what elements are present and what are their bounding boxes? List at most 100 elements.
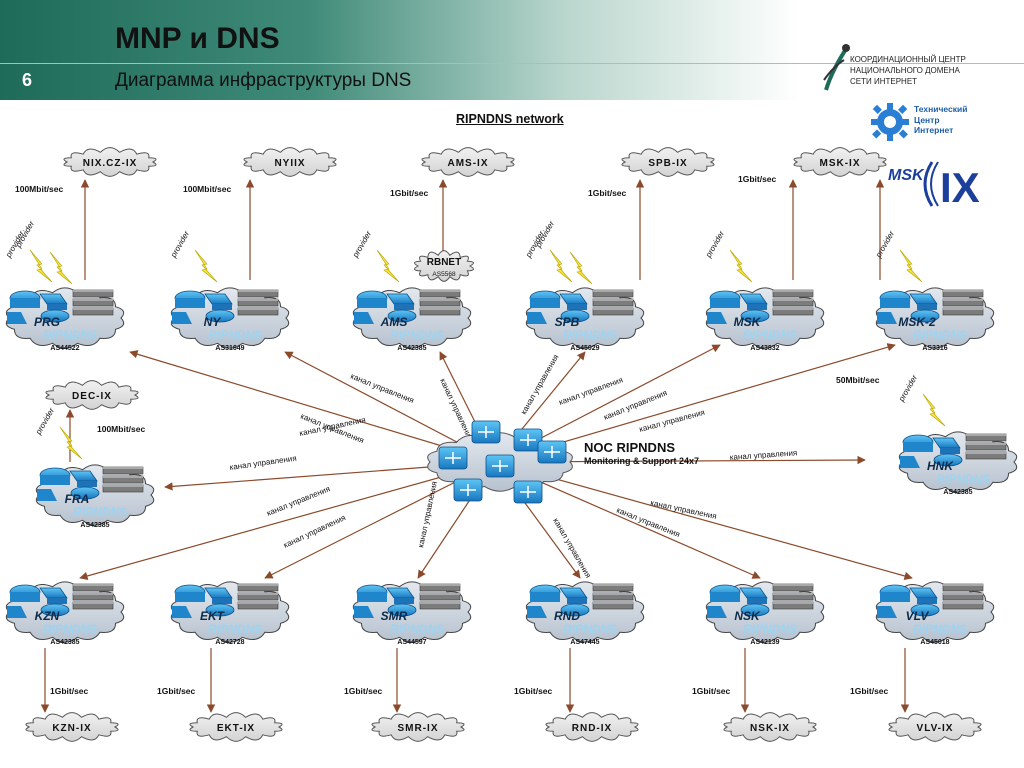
control-link-label: канал управления — [602, 388, 668, 422]
msk-logo-text: MSK — [888, 167, 925, 184]
ix-cloud-smrix: SMR-IX — [371, 712, 465, 742]
node-as: AS31649 — [215, 345, 244, 352]
ix-name: DEC-IX — [72, 391, 112, 402]
ix-cloud-spbix: SPB-IX — [621, 147, 715, 177]
slide-title: MNP и DNS — [115, 22, 280, 55]
msk-logo-ix: IX — [940, 164, 980, 210]
provider-label: provider — [896, 373, 919, 404]
node-as: AS45029 — [570, 345, 599, 352]
slide-header — [0, 0, 1024, 100]
node-name: RND — [554, 609, 580, 623]
node-net: RIPNDNS — [390, 328, 444, 342]
ix-name: MSK-IX — [820, 158, 861, 169]
ix-speed-label: 100Mbit/sec — [183, 184, 231, 194]
ix-cloud-vlvix: VLV-IX — [888, 712, 982, 742]
network-devices-icon — [172, 289, 279, 324]
rbnet-as: AS5568 — [432, 271, 456, 278]
ix-name: RND-IX — [572, 723, 612, 734]
logo1-line3: СЕТИ ИНТЕРНЕТ — [850, 77, 918, 86]
control-link-label: канал управления — [416, 481, 439, 549]
ix-speed-label: 1Gbit/sec — [344, 686, 383, 696]
ix-speed-label: 1Gbit/sec — [850, 686, 889, 696]
control-link-label: канал управления — [349, 372, 415, 406]
node-name: MSK-2 — [898, 315, 936, 329]
network-devices-icon — [354, 289, 461, 324]
node-as: AS42385 — [50, 639, 79, 646]
node-name: NY — [204, 315, 222, 329]
ix-cloud-rndix: RND-IX — [545, 712, 639, 742]
node-net: RIPNDNS — [913, 622, 967, 636]
tci-logo: Технический Центр Интернет — [870, 102, 1020, 144]
node-as: AS45018 — [920, 639, 949, 646]
ix-cloud-nyiix: NYIIX — [243, 147, 337, 177]
provider-label: provider — [703, 229, 726, 260]
ix-name: EKT-IX — [217, 723, 255, 734]
ix-cloud-ektix: EKT-IX — [189, 712, 283, 742]
ix-cloud-kznix: KZN-IX — [25, 712, 119, 742]
node-net: RIPNDNS — [563, 328, 617, 342]
ix-cloud-mskix: MSK-IX — [793, 147, 887, 177]
node-as: AS42385 — [397, 345, 426, 352]
ix-name: SPB-IX — [648, 158, 687, 169]
node-name: MSK — [734, 315, 762, 329]
node-as: AS42139 — [750, 639, 779, 646]
network-devices-icon — [877, 289, 984, 324]
provider-label: provider — [33, 406, 56, 437]
control-link-kzn — [79, 461, 496, 581]
network-devices-icon — [877, 583, 984, 618]
node-name: FRA — [65, 492, 90, 506]
node-net: RIPNDNS — [913, 328, 967, 342]
ix-name: KZN-IX — [52, 723, 91, 734]
control-link-label: канал управления — [229, 454, 297, 472]
ix-name: NSK-IX — [750, 723, 790, 734]
noc-title: NOC RIPNDNS — [584, 440, 675, 455]
node-as: AS43832 — [750, 345, 779, 352]
lightning-icon — [549, 249, 573, 283]
network-title: RIPNDNS network — [456, 112, 564, 126]
control-link-prg — [129, 350, 496, 463]
lightning-icon — [59, 426, 83, 460]
provider-label: provider — [350, 229, 373, 260]
network-devices-icon — [707, 583, 814, 618]
ix-speed-label: 1Gbit/sec — [588, 188, 627, 198]
node-name: EKT — [200, 609, 226, 623]
control-link-label: канал управления — [265, 484, 331, 518]
network-devices-icon — [900, 433, 1007, 468]
node-name: KZN — [35, 609, 60, 623]
control-link-vlv — [494, 461, 913, 581]
msk-ix-logo: MSK IX — [888, 158, 993, 211]
logo1-line2: НАЦИОНАЛЬНОГО ДОМЕНА — [850, 66, 960, 75]
rbnet-name: RBNET — [427, 257, 461, 268]
node-net: RIPNDNS — [743, 622, 797, 636]
ix-cloud-nskix: NSK-IX — [723, 712, 817, 742]
network-devices-icon — [707, 289, 814, 324]
control-link-label: канал управления — [558, 375, 625, 407]
ix-speed-label: 1Gbit/sec — [692, 686, 731, 696]
logo1-line1: КООРДИНАЦИОННЫЙ ЦЕНТР — [850, 55, 966, 64]
network-devices-icon — [37, 466, 144, 501]
node-net: RIPNDNS — [43, 622, 97, 636]
node-net: RIPNDNS — [208, 328, 262, 342]
lightning-icon — [194, 249, 218, 283]
node-net: RIPNDNS — [390, 622, 444, 636]
provider-label: provider — [873, 229, 896, 260]
network-devices-icon — [172, 583, 279, 618]
satellite-icon — [823, 44, 850, 91]
logo2-line3: Интернет — [914, 125, 954, 135]
lightning-icon — [49, 251, 73, 285]
rbnet-cloud: RBNET AS5568 — [414, 250, 474, 282]
network-devices-icon — [354, 583, 461, 618]
node-net: RIPNDNS — [208, 622, 262, 636]
node-net: RIPNDNS — [73, 505, 127, 519]
ix-name: AMS-IX — [448, 158, 489, 169]
